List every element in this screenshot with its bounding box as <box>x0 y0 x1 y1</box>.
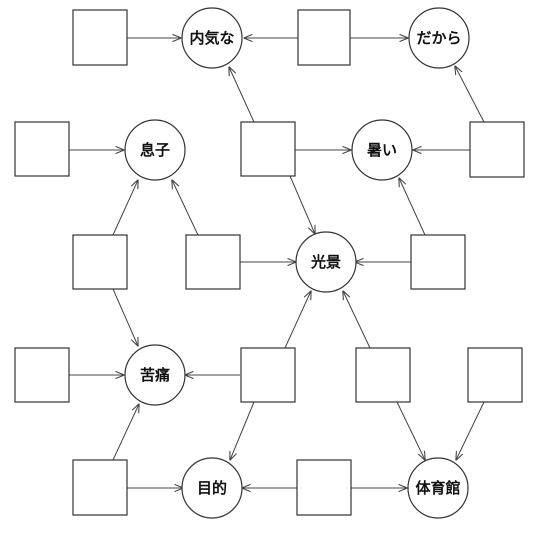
word-musuko: 息子 <box>140 141 170 159</box>
word-mokuteki: 目的 <box>197 479 227 497</box>
word-atsui: 暑い <box>367 141 397 159</box>
answer-box-r2c3[interactable] <box>469 121 525 178</box>
arrow-box-r4c4-to-taiikukan <box>456 401 485 460</box>
answer-box-r4c2[interactable] <box>240 347 296 403</box>
arrow-box-r2c2-to-kokei <box>289 175 315 234</box>
answer-box-r4c3[interactable] <box>355 347 411 403</box>
word-taiikukan: 体育館 <box>415 479 460 497</box>
word-node-kutsu: 苦痛 <box>124 344 186 406</box>
word-node-naiki: 内気な <box>181 7 243 69</box>
word-node-musuko: 息子 <box>124 119 186 181</box>
arrow-box-r4c2-to-mokuteki <box>230 401 255 460</box>
answer-box-r5c2[interactable] <box>296 459 352 516</box>
arrow-box-r5c1-to-kutsu <box>112 404 139 461</box>
answer-box-r1c3[interactable] <box>297 9 351 66</box>
arrow-box-r4c3-to-kokei <box>343 291 371 349</box>
answer-boxes <box>14 9 525 516</box>
word-node-kokei: 光景 <box>295 231 357 293</box>
arrow-box-r2c3-to-dakara <box>455 66 485 123</box>
arrow-box-r2c2-to-naiki <box>229 67 255 123</box>
word-node-atsui: 暑い <box>351 119 413 181</box>
answer-box-r2c1[interactable] <box>14 121 70 177</box>
word-node-taiikukan: 体育館 <box>407 457 469 519</box>
word-kokei: 光景 <box>310 253 341 271</box>
word-kutsu: 苦痛 <box>140 366 170 384</box>
arrow-box-r3c1-to-kutsu <box>112 288 138 346</box>
answer-box-r3c2[interactable] <box>185 234 241 290</box>
answer-box-r2c2[interactable] <box>240 121 296 177</box>
answer-box-r3c3[interactable] <box>410 234 466 290</box>
arrow-box-r3c1-to-musuko <box>112 180 138 236</box>
answer-box-r5c1[interactable] <box>72 459 128 516</box>
answer-box-r1c1[interactable] <box>72 9 128 66</box>
answer-box-r4c1[interactable] <box>14 347 70 403</box>
arrow-box-r4c2-to-kokei <box>284 291 311 349</box>
word-naiki: 内気な <box>189 29 234 47</box>
arrow-box-r3c3-to-atsui <box>399 178 426 236</box>
word-node-dakara: だから <box>408 7 470 69</box>
answer-box-r3c1[interactable] <box>72 234 128 290</box>
connection-arrows <box>69 38 485 488</box>
word-node-mokuteki: 目的 <box>181 457 243 519</box>
word-nodes: 内気な だから 息子 暑い 光景 苦痛 目的 体育館 <box>124 7 470 519</box>
word-dakara: だから <box>416 29 461 47</box>
answer-box-r4c4[interactable] <box>467 347 523 403</box>
arrow-box-r3c2-to-musuko <box>172 180 199 236</box>
arrow-box-r4c3-to-taiikukan <box>396 401 425 460</box>
